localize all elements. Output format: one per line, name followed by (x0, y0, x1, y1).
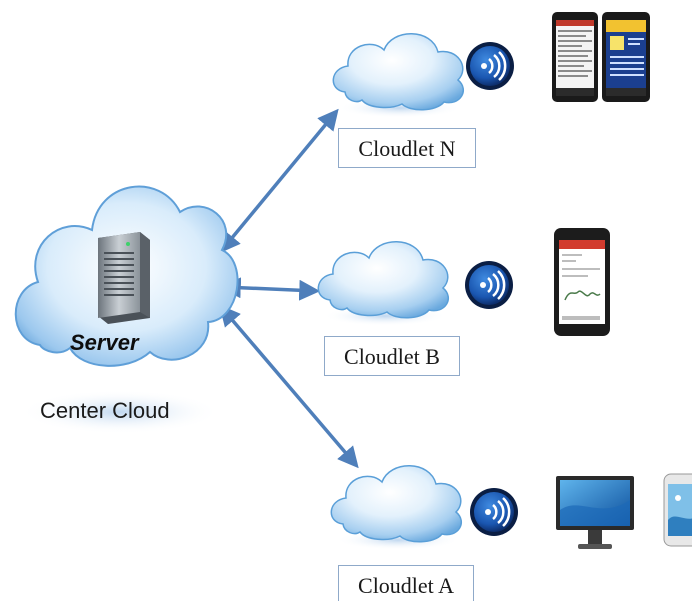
cloudlet-n-cloud (332, 33, 464, 118)
arrow-to-cloudlet-b (219, 277, 321, 301)
smartphone-icon (554, 228, 610, 336)
smartphone-icon (663, 473, 692, 547)
cloudlet-b-cloud (317, 241, 449, 326)
cloudlet-a-cloud (330, 465, 462, 550)
arrow-to-cloudlet-a (219, 304, 359, 469)
monitor-icon (556, 476, 634, 549)
cloudlet-b-label: Cloudlet B (324, 336, 460, 376)
arrow-to-cloudlet-n (219, 108, 339, 254)
connection-arrows (219, 108, 359, 469)
wireless-icon (466, 42, 514, 90)
cloudlet-a-label: Cloudlet A (338, 565, 474, 601)
server-icon (98, 232, 150, 324)
server-label: Server (70, 330, 139, 355)
cloudlet-n-label: Cloudlet N (338, 128, 476, 168)
wireless-icon (465, 261, 513, 309)
wireless-icon (470, 488, 518, 536)
smartphone-icon (602, 12, 650, 102)
center-cloud-label: Center Cloud (40, 398, 170, 423)
smartphone-icon (552, 12, 598, 102)
